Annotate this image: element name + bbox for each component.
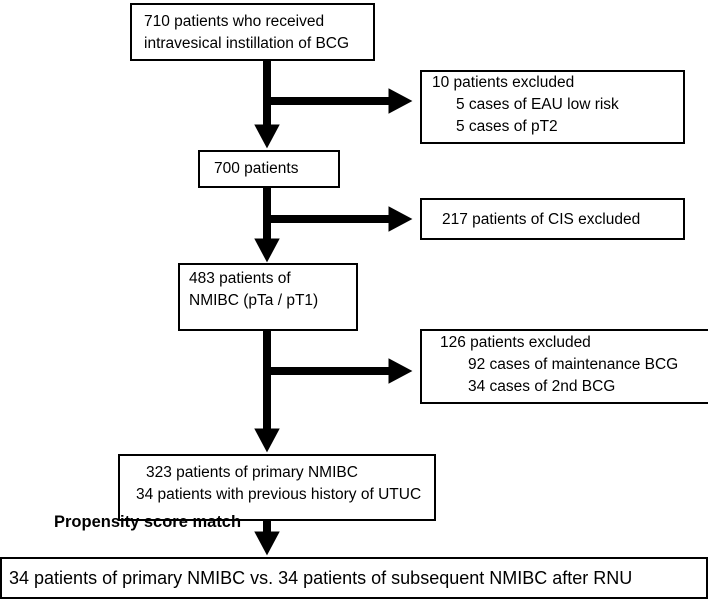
excluded-1-title: 10 patients excluded	[432, 74, 575, 91]
box-excluded-2: 217 patients of CIS excluded	[420, 198, 685, 240]
final-comparison-text: 34 patients of primary NMIBC vs. 34 pati…	[9, 568, 633, 588]
box-initial-cohort: 710 patients who received intravesical i…	[130, 3, 375, 61]
excluded-3-item1: 92 cases of maintenance BCG	[468, 356, 679, 373]
box-initial-line1: 710 patients who received	[144, 13, 325, 30]
excluded-3-title: 126 patients excluded	[440, 334, 591, 351]
box-initial-line2: intravesical instillation of BCG	[144, 35, 350, 52]
excluded-1-item2: 5 cases of pT2	[456, 118, 558, 135]
excluded-3-item2: 34 cases of 2nd BCG	[468, 378, 616, 395]
box-excluded-3: 126 patients excluded 92 cases of mainte…	[420, 329, 708, 404]
box-483-patients: 483 patients of NMIBC (pTa / pT1)	[178, 263, 358, 331]
box-323-line1: 323 patients of primary NMIBC	[146, 464, 358, 481]
box-700-patients: 700 patients	[198, 150, 340, 188]
propensity-score-label: Propensity score match	[54, 513, 242, 531]
excluded-2-text: 217 patients of CIS excluded	[442, 211, 641, 228]
box-483-line2: NMIBC (pTa / pT1)	[189, 292, 319, 309]
excluded-1-item1: 5 cases of EAU low risk	[456, 96, 619, 113]
box-excluded-1: 10 patients excluded 5 cases of EAU low …	[420, 70, 685, 144]
box-final-comparison: 34 patients of primary NMIBC vs. 34 pati…	[0, 557, 708, 599]
box-323-line2: 34 patients with previous history of UTU…	[136, 486, 422, 503]
box-323-patients: 323 patients of primary NMIBC 34 patient…	[118, 454, 436, 521]
box-483-line1: 483 patients of	[189, 270, 291, 287]
box-700-text: 700 patients	[214, 160, 299, 177]
